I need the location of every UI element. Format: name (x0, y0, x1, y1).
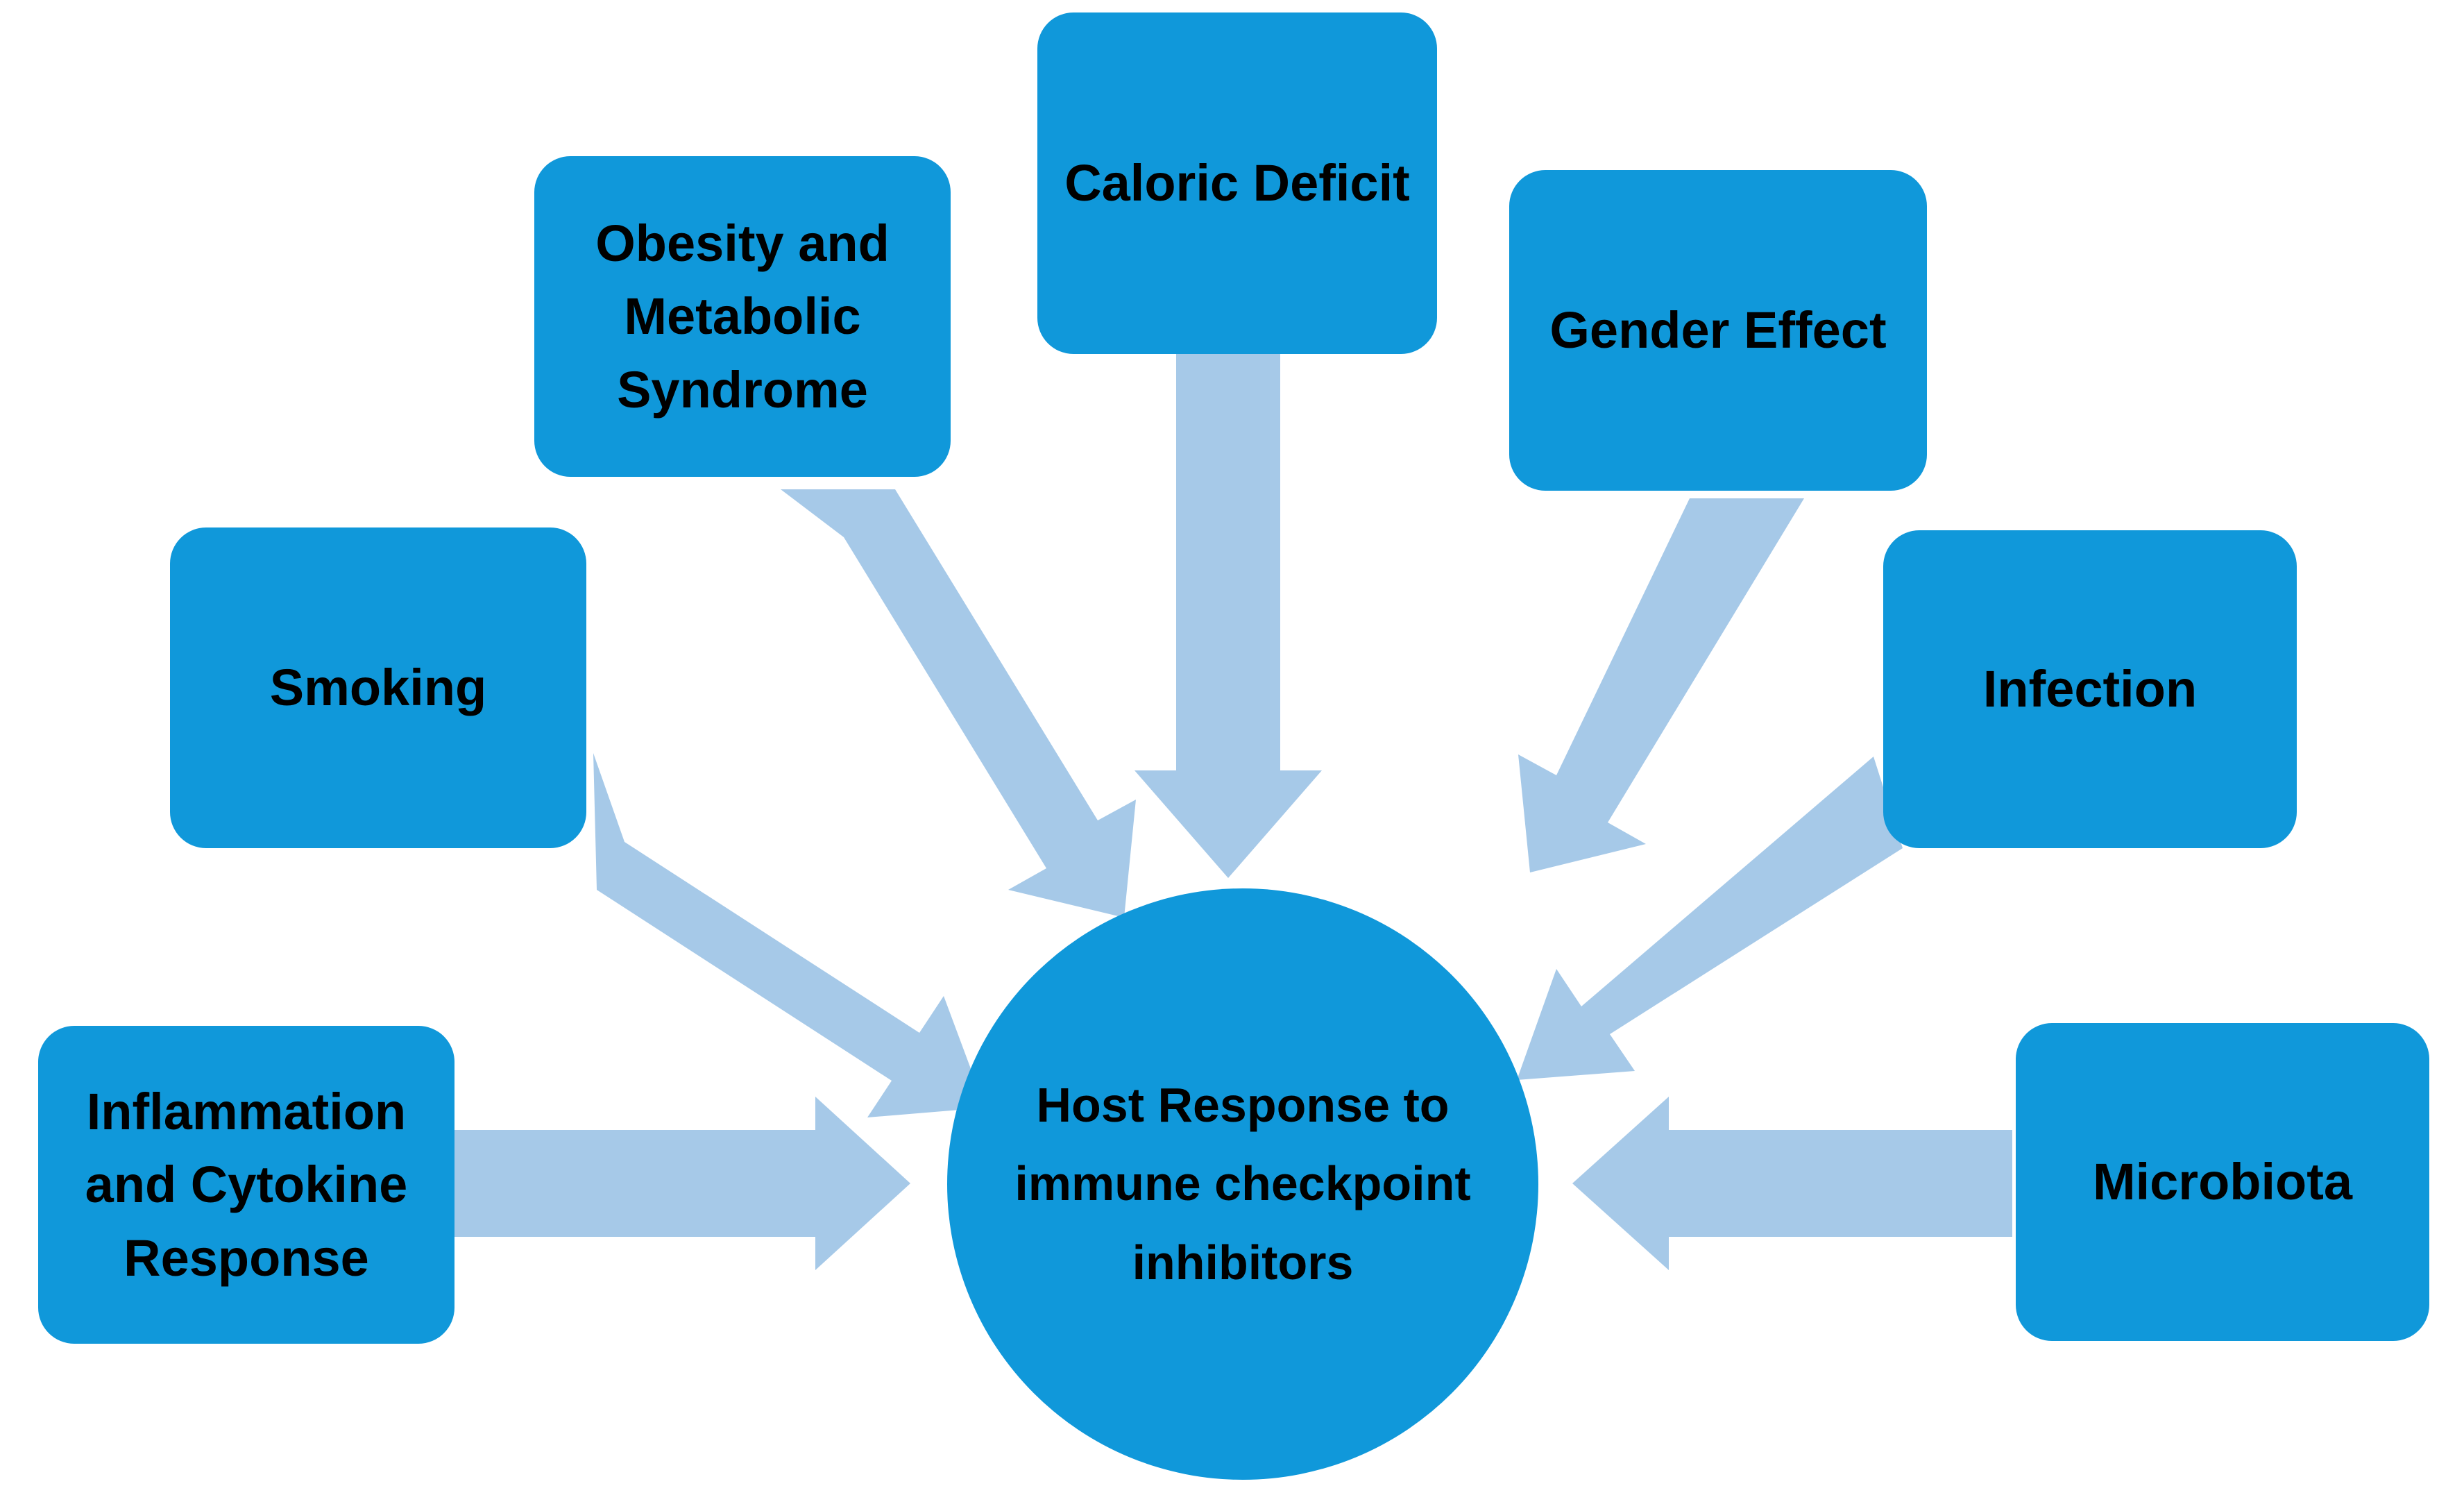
node-label: Infection (1982, 660, 2198, 718)
node-label: Microbiota (2092, 1153, 2353, 1211)
node-microbiota[interactable]: Microbiota (2016, 1023, 2429, 1341)
hub-label: Host Response to immune checkpoint inhib… (1014, 1077, 1471, 1290)
node-smoking[interactable]: Smoking (170, 527, 586, 848)
node-gender-effect[interactable]: Gender Effect (1509, 170, 1927, 491)
node-label: Gender Effect (1549, 301, 1887, 360)
node-inflammation-and-cytokine-response[interactable]: Inflammation and Cytokine Response (38, 1026, 454, 1344)
node-host-response-hub[interactable]: Host Response to immune checkpoint inhib… (947, 888, 1538, 1480)
arrow-obesity-to-hub (781, 489, 1136, 918)
node-label: Inflammation and Cytokine Response (85, 1083, 408, 1287)
arrow-infection-to-hub (1517, 757, 1903, 1080)
node-caloric-deficit[interactable]: Caloric Deficit (1037, 12, 1437, 354)
node-label: Caloric Deficit (1064, 154, 1410, 212)
node-label: Obesity and Metabolic Syndrome (595, 214, 890, 419)
arrow-inflammation-to-hub (454, 1097, 910, 1270)
node-infection[interactable]: Infection (1883, 530, 2297, 848)
arrow-caloric-to-hub (1135, 354, 1322, 878)
arrow-smoking-to-hub (593, 753, 985, 1117)
node-label: Smoking (269, 659, 487, 717)
node-obesity-and-metabolic-syndrome[interactable]: Obesity and Metabolic Syndrome (534, 156, 951, 477)
arrow-microbiota-to-hub (1572, 1097, 2012, 1270)
arrow-gender-to-hub (1518, 498, 1804, 872)
